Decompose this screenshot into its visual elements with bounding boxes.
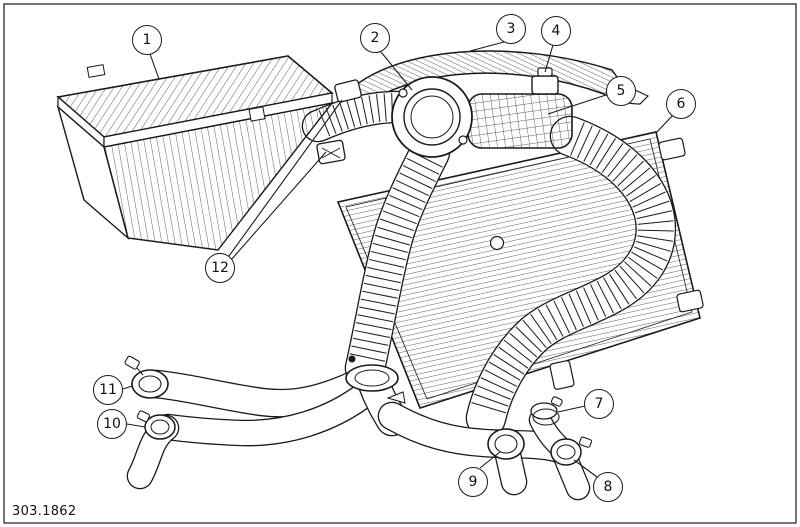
hose-junction	[345, 355, 406, 404]
leader-line-11	[122, 385, 133, 390]
bolt	[398, 88, 408, 98]
leader-line-8	[573, 459, 598, 478]
leader-line-3	[469, 41, 505, 52]
hose-clamp-11	[124, 355, 169, 399]
callout-1: 1	[132, 25, 162, 55]
air-cleaner-housing	[56, 55, 334, 251]
leader-line-1	[149, 53, 160, 80]
callout-9: 9	[458, 467, 488, 497]
radiator-hole	[489, 235, 505, 251]
maf-sensor	[316, 139, 346, 165]
leader-line-6	[655, 114, 674, 134]
housing-clip	[248, 106, 266, 122]
intake-air-temp-sensor	[334, 79, 362, 103]
housing-clip	[86, 64, 106, 78]
air-intake-duct	[455, 93, 573, 149]
clamp-screw	[124, 355, 140, 370]
leader-line-9	[479, 451, 501, 469]
callout-11: 11	[93, 375, 123, 405]
leader-line-2	[380, 51, 413, 91]
center-intake-hose	[346, 133, 449, 387]
hose-outlet-9	[487, 428, 525, 460]
hose-outlet-8	[550, 436, 592, 466]
leader-line-12b	[230, 151, 327, 261]
clamp-screw	[550, 396, 563, 407]
throttle-body	[391, 76, 473, 158]
callout-5: 5	[606, 76, 636, 106]
clean-air-tube	[303, 92, 413, 141]
bottom-right-hose	[379, 403, 569, 461]
left-coolant-hose-lower	[156, 380, 380, 446]
leader-line-4	[544, 44, 554, 73]
bolt	[348, 355, 356, 363]
leader-line-7	[557, 405, 586, 413]
hose-clamp-10	[136, 410, 176, 440]
callout-8: 8	[593, 472, 623, 502]
clamp-screw	[578, 436, 592, 448]
callout-12: 12	[205, 253, 235, 283]
clamp-screw	[136, 410, 151, 423]
map-sensor	[531, 67, 559, 95]
left-coolant-hose-upper	[143, 369, 373, 417]
callout-3: 3	[496, 14, 526, 44]
callout-2: 2	[360, 23, 390, 53]
junction-bracket	[386, 391, 406, 404]
leader-line-10	[126, 423, 146, 428]
hose-clamp-7	[530, 396, 563, 426]
bolt	[458, 135, 468, 145]
leader-line-12a	[228, 99, 343, 257]
callout-10: 10	[97, 409, 127, 439]
leader-line-5	[547, 94, 607, 115]
callout-6: 6	[666, 89, 696, 119]
figure-reference-number: 303.1862	[12, 504, 77, 519]
callout-4: 4	[541, 16, 571, 46]
callout-leader-lines	[122, 41, 674, 478]
figure-border	[3, 3, 797, 524]
callout-7: 7	[584, 389, 614, 419]
